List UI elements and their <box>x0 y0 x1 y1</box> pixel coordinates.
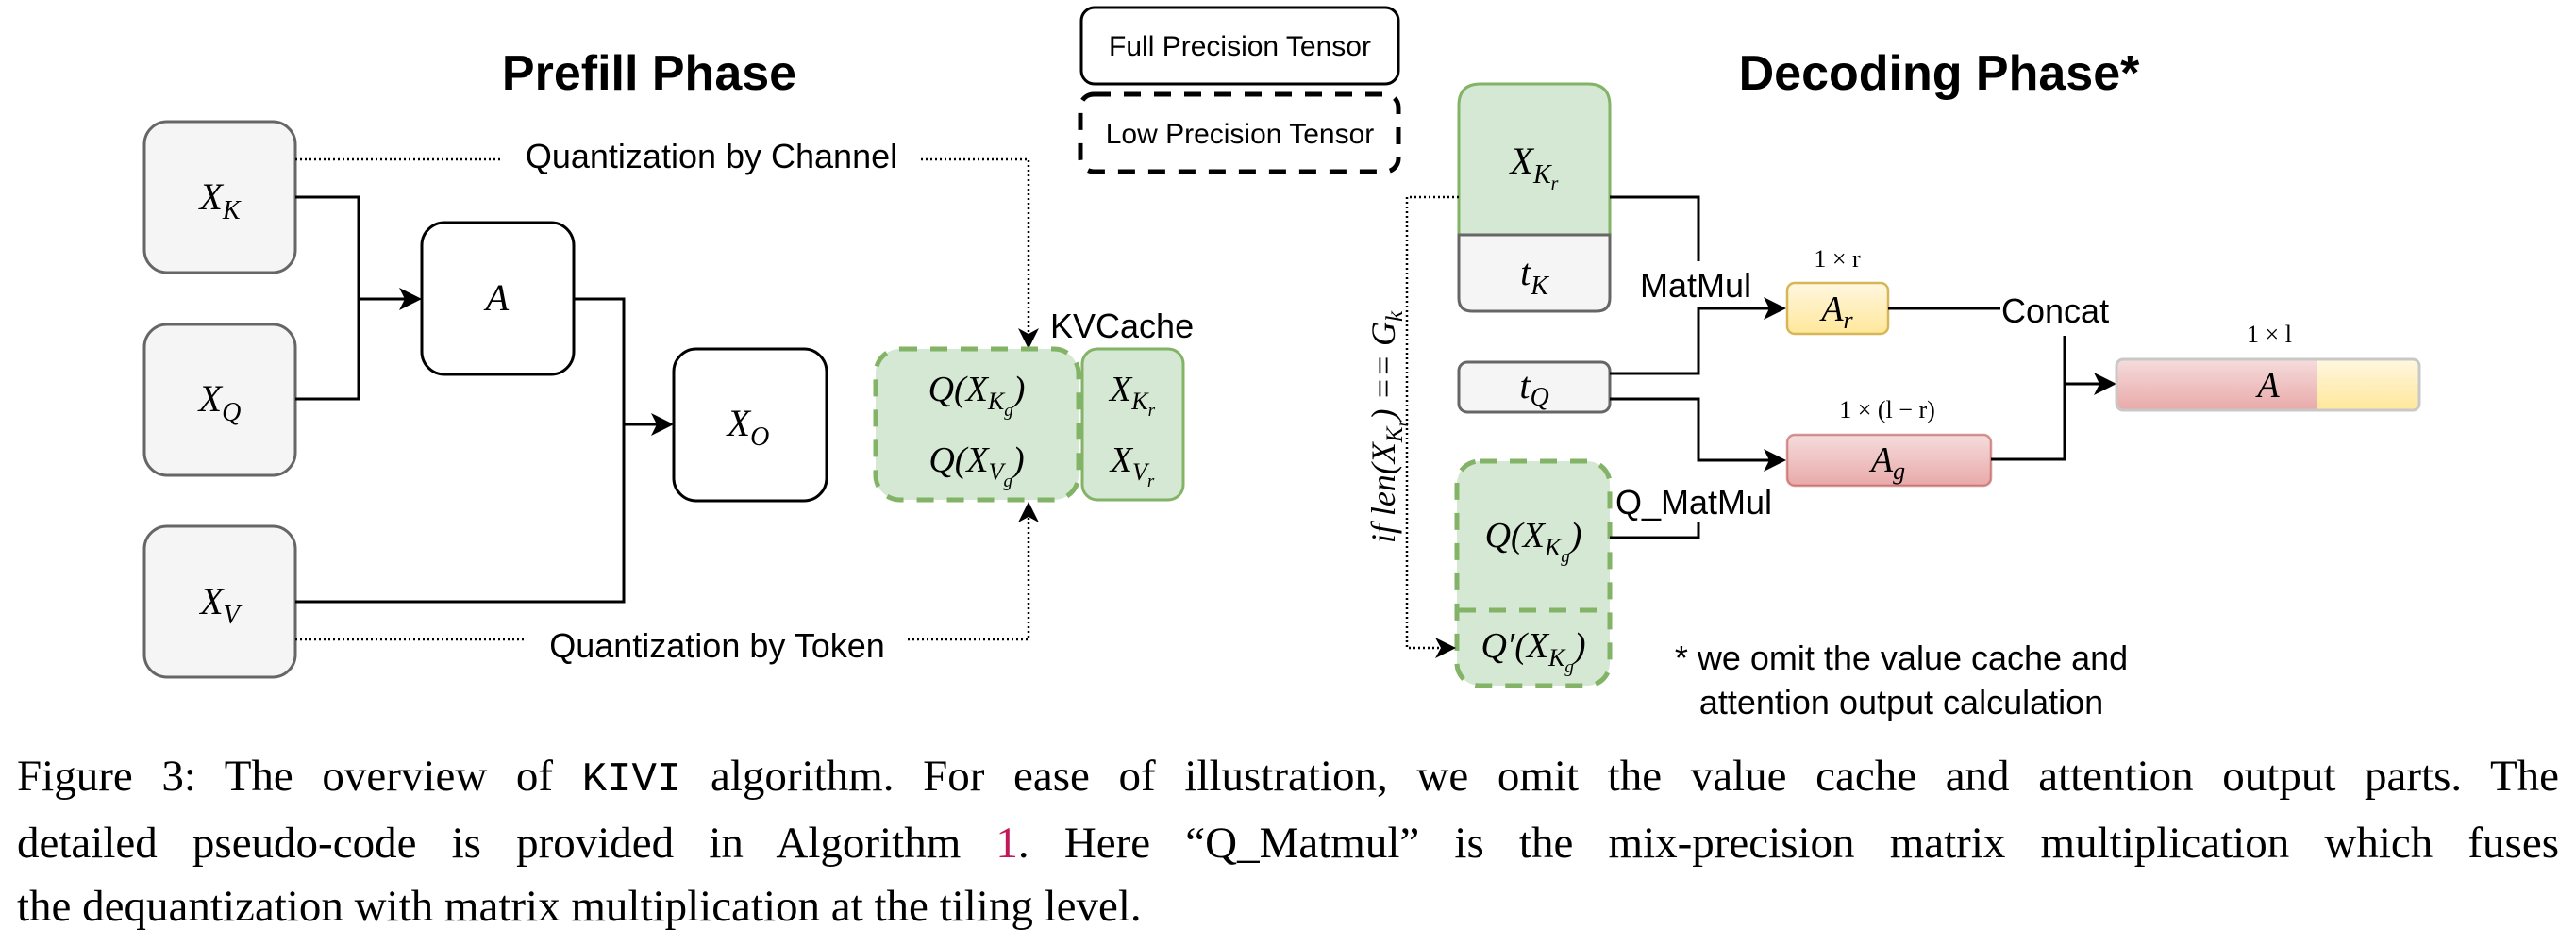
to-output-arrowhead <box>651 413 674 436</box>
q-matmul-label: Q_MatMul <box>1615 483 1772 522</box>
kvcache-quantized-block: Q(XKg) Q(XVg) <box>873 346 1081 503</box>
attention-xv-merge-wire <box>295 297 626 604</box>
concat-arrowhead <box>2094 373 2116 395</box>
legend-full-label: Full Precision Tensor <box>1109 31 1371 62</box>
ar-label: Ar <box>1818 290 1853 334</box>
xk-xq-merge-wire <box>295 195 360 401</box>
kivi-diagram: Prefill Phase XK XQ XV A XO Quantization… <box>142 6 2421 721</box>
prefill-output-node: XO <box>672 347 828 503</box>
residual-key-to-matmul-wire <box>1610 195 1700 261</box>
a-shape-label: 1 × l <box>2247 321 2292 348</box>
xk-label: XK <box>197 175 241 225</box>
matmul-label: MatMul <box>1640 266 1751 305</box>
qmatmul-arrowhead <box>1764 449 1786 472</box>
quantized-key-to-qmatmul-wire <box>1610 522 1700 539</box>
quant-channel-arrowhead <box>1018 328 1039 349</box>
prefill-title: Prefill Phase <box>502 46 796 101</box>
a-label: A <box>2254 366 2280 406</box>
legend-low-label: Low Precision Tensor <box>1106 119 1375 150</box>
attention-label: A <box>483 276 510 319</box>
footnote-line-2: attention output calculation <box>1699 683 2103 721</box>
concat-label: Concat <box>2001 291 2109 330</box>
figure-caption: Figure 3: The overview of KIVI algorithm… <box>17 745 2559 938</box>
requantized-key-label: Q′(XKg) <box>1480 626 1585 677</box>
caption-text: Figure 3: The overview of <box>17 752 582 801</box>
requantize-condition-label: if len(XKr) == Gk <box>1364 310 1412 543</box>
decoding-title: Decoding Phase* <box>1739 46 2141 101</box>
output-label: XO <box>726 402 770 452</box>
residual-key-cell <box>1457 82 1612 237</box>
a-global-segment <box>2116 359 2317 410</box>
to-attention-arrowhead <box>399 288 422 310</box>
residual-key-label: XKr <box>1108 370 1156 421</box>
caption-line-2: detailed pseudo-code is provided in Algo… <box>17 812 2559 875</box>
footnote-line-1: * we omit the value cache and <box>1675 638 2128 677</box>
decoding-quantized-key-stack: Q(XKg) Q′(XKg) <box>1454 458 1613 688</box>
decoding-quantized-key-label: Q(XKg) <box>1485 516 1582 567</box>
quant-channel-label: Quantization by Channel <box>526 137 897 175</box>
caption-line-3: the dequantization with matrix multiplic… <box>17 882 1142 931</box>
ar-node: 1 × r Ar <box>1785 245 1890 336</box>
xq-label: XQ <box>197 377 242 427</box>
prefill-xv-node: XV <box>142 524 297 679</box>
decoding-residual-key-label: XKr <box>1509 140 1559 194</box>
new-query-label: tQ <box>1519 364 1548 412</box>
quant-channel-wire-b <box>921 158 1030 334</box>
query-to-matmul-wire <box>1610 307 1772 375</box>
decoding-key-stack: XKr tK <box>1457 82 1612 313</box>
algorithm-reference-link[interactable]: 1 <box>995 819 1018 868</box>
caption-text: algorithm. For ease of illustration, we … <box>681 752 2560 801</box>
decoding-query-node: tQ <box>1457 360 1612 414</box>
xv-label: XV <box>198 580 242 630</box>
requantize-condition-wire <box>1405 195 1459 650</box>
quantized-value-label: Q(XVg) <box>928 440 1024 491</box>
full-attention-node: 1 × l A <box>2115 321 2421 412</box>
new-key-label: tK <box>1520 251 1549 301</box>
query-to-qmatmul-wire <box>1610 397 1772 462</box>
legend-full-swatch <box>1079 6 1400 86</box>
method-name: KIVI <box>581 756 682 804</box>
caption-text: detailed pseudo-code is provided in Algo… <box>17 819 996 868</box>
caption-text: . Here “Q_Matmul” is the mix-precision m… <box>1017 819 2559 868</box>
prefill-xk-node: XK <box>142 120 297 274</box>
kvcache-label: KVCache <box>1050 307 1194 345</box>
matmul-arrowhead <box>1764 297 1786 320</box>
quantized-key-label: Q(XKg) <box>928 370 1026 421</box>
legend-low-swatch <box>1078 91 1401 174</box>
requantize-arrowhead <box>1435 638 1456 658</box>
ag-shape-label: 1 × (l − r) <box>1839 396 1935 423</box>
ar-shape-label: 1 × r <box>1814 245 1861 273</box>
ag-label: Ag <box>1868 440 1905 485</box>
new-key-cell <box>1457 233 1612 313</box>
ag-node: 1 × (l − r) Ag <box>1785 396 1993 488</box>
ag-to-concat-wire <box>1991 336 2066 461</box>
quant-token-arrowhead <box>1018 502 1039 522</box>
prefill-attention-node: A <box>420 221 576 376</box>
caption-line-1: Figure 3: The overview of KIVI algorithm… <box>17 745 2559 812</box>
prefill-xq-node: XQ <box>142 323 297 477</box>
quant-token-label: Quantization by Token <box>549 626 885 665</box>
kvcache-residual-block: XKr XVr <box>1080 347 1185 502</box>
residual-value-label: XVr <box>1109 440 1155 491</box>
a-residual-segment <box>2317 359 2419 410</box>
legend: Full Precision Tensor Low Precision Tens… <box>1078 6 1401 174</box>
quant-token-wire-b <box>908 517 1030 641</box>
